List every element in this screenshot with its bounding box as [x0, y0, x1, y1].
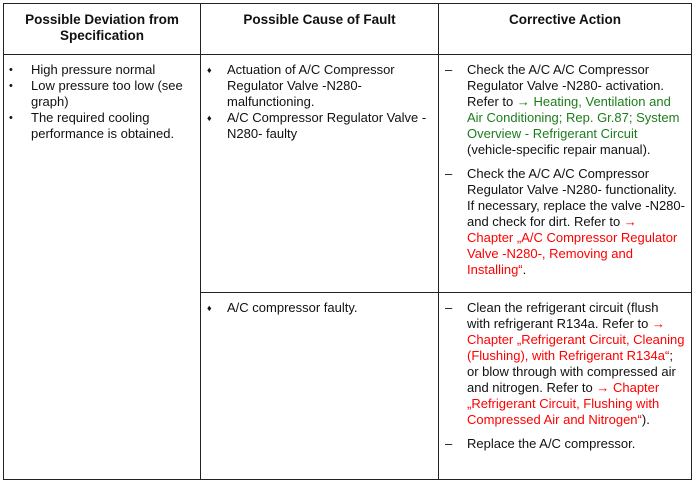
deviation-text: Low pressure too low (see graph) — [31, 78, 183, 109]
dash-icon: – — [445, 62, 453, 77]
action-text: Clean the refrigerant circuit (flush wit… — [467, 300, 659, 331]
cause-text: Actuation of A/C Compressor Regulator Va… — [227, 62, 395, 109]
diamond-icon: ♦ — [207, 113, 212, 123]
list-item: • High pressure normal — [4, 62, 200, 78]
cause-cell: ♦ A/C compressor faulty. — [200, 292, 439, 480]
action-cell: –Clean the refrigerant circuit (flush wi… — [438, 292, 692, 480]
header-action: Corrective Action — [438, 3, 692, 55]
list-item: –Replace the A/C compressor. — [439, 436, 691, 452]
list-item: ♦ A/C compressor faulty. — [201, 300, 438, 316]
list-item: ♦ A/C Compressor Regulator Valve -N280- f… — [201, 110, 438, 142]
cause-cell: ♦ Actuation of A/C Compressor Regulator V… — [200, 54, 439, 293]
dash-icon: – — [445, 300, 453, 315]
bullet-icon: • — [9, 80, 13, 92]
action-text: (vehicle-specific repair manual). — [467, 142, 651, 157]
deviation-text: The required cooling performance is obta… — [31, 110, 175, 141]
bullet-icon: • — [9, 112, 13, 124]
cause-text: A/C compressor faulty. — [227, 300, 358, 315]
chapter-link[interactable]: → Chapter „Refrigerant Circuit, Cleaning… — [467, 316, 685, 363]
list-item: –Clean the refrigerant circuit (flush wi… — [439, 300, 691, 428]
action-text: ). — [641, 412, 650, 427]
action-text: Check the A/C A/C Compressor Regulator V… — [467, 62, 665, 109]
deviation-text: High pressure normal — [31, 62, 156, 77]
list-item: • The required cooling performance is obt… — [4, 110, 200, 142]
action-text: Replace the A/C compressor. — [467, 436, 636, 451]
dash-icon: – — [445, 166, 453, 181]
deviation-cell: • High pressure normal • Low pressure too … — [3, 54, 201, 480]
dash-icon: – — [445, 436, 453, 451]
list-item: –Check the A/C A/C Compressor Regulator … — [439, 62, 691, 158]
bullet-icon: • — [9, 64, 13, 76]
header-deviation: Possible Deviation from Specification — [3, 3, 201, 55]
chapter-link[interactable]: → Chapter „A/C Compressor Regulator Valv… — [467, 214, 678, 277]
list-item: ♦ Actuation of A/C Compressor Regulator V… — [201, 62, 438, 110]
list-item: • Low pressure too low (see graph) — [4, 78, 200, 110]
action-text: . — [522, 262, 527, 277]
diamond-icon: ♦ — [207, 303, 212, 313]
chapter-link[interactable]: → Chapter „Refrigerant Circuit, Flushing… — [467, 380, 660, 427]
fault-table: Possible Deviation from Specification Po… — [3, 3, 692, 480]
cause-text: A/C Compressor Regulator Valve -N280- fa… — [227, 110, 427, 141]
diamond-icon: ♦ — [207, 65, 212, 75]
action-text: Check the A/C A/C Compressor Regulator V… — [467, 166, 685, 229]
list-item: –Check the A/C A/C Compressor Regulator … — [439, 166, 691, 278]
action-cell: –Check the A/C A/C Compressor Regulator … — [438, 54, 692, 293]
repair-manual-link[interactable]: → Heating, Ventilation and Air Condition… — [467, 94, 680, 141]
action-text: ; or blow through with compressed air an… — [467, 348, 676, 395]
header-cause: Possible Cause of Fault — [200, 3, 439, 55]
